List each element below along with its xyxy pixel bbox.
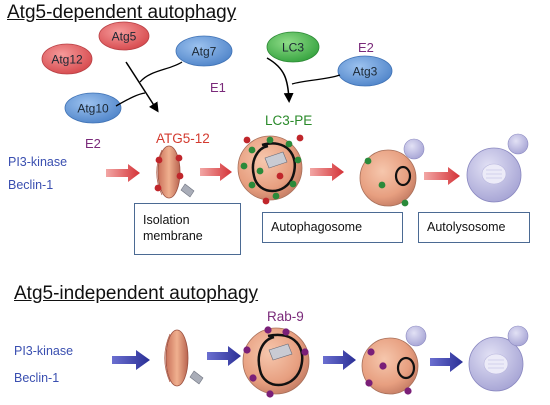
phagophore-bottom [242, 326, 310, 398]
isolation-membrane-bottom [164, 329, 204, 387]
atg5-12-dot [276, 172, 284, 180]
autolysosome-label: Autolysosome [427, 220, 506, 234]
lc3-pe-dot [294, 156, 302, 164]
atg5-12-dot [176, 172, 184, 180]
phagophore-top [237, 134, 304, 205]
step-arrow-top-4 [424, 167, 460, 185]
lc3-pe-dot [240, 162, 248, 170]
rab9-dot [282, 328, 290, 336]
atg3-link-line [291, 74, 341, 85]
autolysosome-top [466, 133, 529, 203]
lysosome [507, 133, 529, 155]
e2-right-label: E2 [358, 40, 374, 55]
lc3-pe-dot [364, 157, 372, 165]
isolation-membrane-line2: membrane [143, 229, 203, 243]
rab9-dot [264, 326, 272, 334]
atg7-label: Atg7 [192, 45, 217, 59]
isolation-membrane-line1: Isolation [143, 213, 190, 227]
heading-atg5-independent: Atg5-independent autophagy [14, 283, 259, 304]
autophagosome-top [359, 138, 425, 207]
atg5-label: Atg5 [112, 30, 137, 44]
pi3-kinase-bottom-label: PI3-kinase [14, 344, 73, 358]
atg5-12-dot [155, 156, 163, 164]
inner-vesicle [396, 356, 416, 380]
engulfed-cargo [264, 151, 288, 169]
e1-label: E1 [210, 80, 226, 95]
rab9-dot [266, 390, 274, 398]
autolysosome-bottom [468, 325, 529, 392]
step-arrow-bottom-2 [207, 346, 241, 366]
atg10-label: Atg10 [77, 102, 109, 116]
lc3-pe-dot [272, 192, 280, 200]
step-arrow-top-2 [200, 163, 232, 181]
phagophore-membrane [251, 142, 296, 193]
lc3-pe-dot [289, 180, 297, 188]
pi3-kinase-top-label: PI3-kinase [8, 155, 67, 169]
atg5-12-dot [175, 154, 183, 162]
atg12-blob: Atg12 [41, 43, 93, 75]
step-arrow-top-3 [310, 163, 344, 181]
lc3-pe-label: LC3-PE [265, 113, 312, 128]
rab9-dot [301, 348, 309, 356]
autophagosome-bottom [361, 325, 427, 395]
atg10-blob: Atg10 [64, 92, 122, 124]
phagophore-membrane [257, 333, 304, 387]
lc3-pe-dot [248, 146, 256, 154]
atg7-blob: Atg7 [175, 35, 233, 67]
autophagosome-label: Autophagosome [271, 220, 363, 234]
atg5-pathway-arrow [125, 61, 159, 113]
lc3-label: LC3 [282, 41, 304, 55]
isolation-membrane-label-box: Isolation membrane [134, 203, 241, 255]
engulfed-cargo [268, 343, 293, 361]
step-arrow-bottom-3 [323, 350, 356, 370]
atg5-12-dot [154, 184, 162, 192]
isolation-membrane-top [154, 145, 195, 199]
rab9-dot [249, 374, 257, 382]
step-arrow-top-1 [106, 164, 140, 182]
rab9-dot [367, 348, 375, 356]
step-arrow-bottom-4 [430, 352, 463, 372]
atg5-blob: Atg5 [98, 21, 150, 51]
lysosome [403, 138, 425, 160]
rab9-dot [365, 379, 373, 387]
inner-vesicle [394, 165, 412, 187]
heading-atg5-dependent: Atg5-dependent autophagy [7, 2, 237, 23]
autophagosome-label-box: Autophagosome [262, 212, 403, 243]
atg12-label: Atg12 [51, 53, 83, 67]
e2-left-label: E2 [85, 136, 101, 151]
atg5-12-dot [296, 134, 304, 142]
lc3-pe-dot [285, 140, 293, 148]
rab9-dot [243, 346, 251, 354]
lc3-pe-dot [248, 181, 256, 189]
atg5-12-dot [262, 197, 270, 205]
cargo-fragment [180, 183, 195, 198]
autolysosome-label-box: Autolysosome [418, 212, 530, 243]
rab9-dot [404, 387, 412, 395]
atg10-link-line [115, 92, 146, 107]
rab9-dot [379, 362, 387, 370]
atg5-12-label: ATG5-12 [156, 131, 210, 146]
beclin-1-bottom-label: Beclin-1 [14, 371, 59, 385]
cargo-fragment [189, 370, 204, 385]
lysosome [405, 325, 427, 347]
rab9-label: Rab-9 [267, 309, 304, 324]
lc3-pe-dot [401, 199, 409, 207]
atg7-link-line [139, 61, 183, 83]
atg3-blob: Atg3 [337, 55, 393, 87]
lc3-pe-dot [256, 167, 264, 175]
lc3-pe-dot [266, 136, 274, 144]
lc3-pe-dot [378, 181, 386, 189]
atg5-12-dot [243, 136, 251, 144]
lysosome [507, 325, 529, 347]
atg3-label: Atg3 [353, 65, 378, 79]
lc3-pathway-arrow [266, 57, 294, 103]
beclin-1-top-label: Beclin-1 [8, 178, 53, 192]
step-arrow-bottom-1 [112, 350, 150, 370]
lc3-blob: LC3 [266, 31, 320, 63]
